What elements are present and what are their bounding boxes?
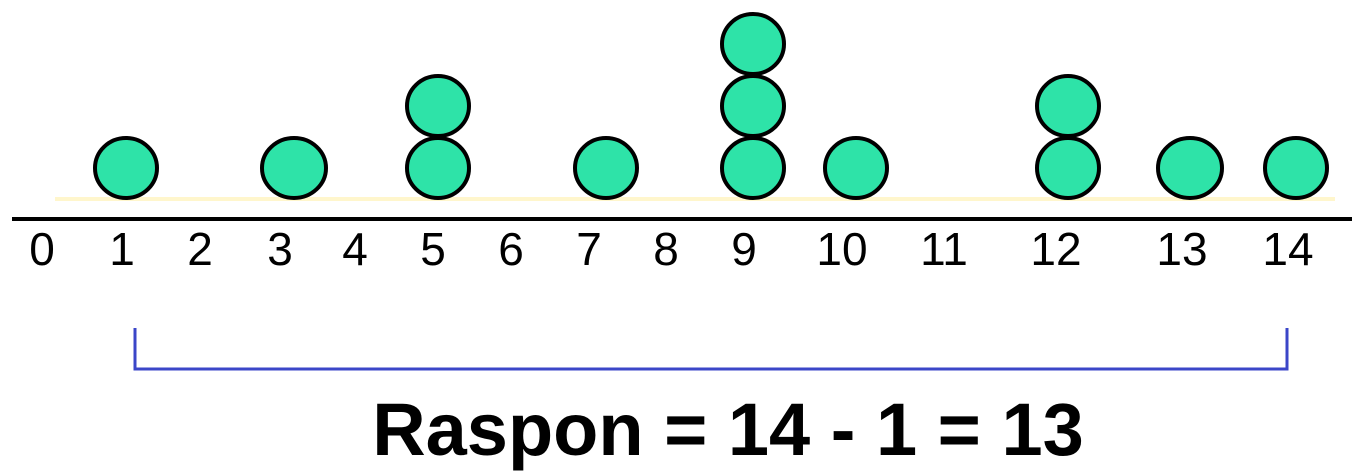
x-tick-label: 13 bbox=[1156, 223, 1207, 275]
data-dot bbox=[1263, 136, 1329, 200]
data-dot bbox=[720, 74, 786, 138]
range-bracket bbox=[133, 328, 1289, 371]
data-dot bbox=[720, 136, 786, 200]
data-dot bbox=[1035, 136, 1101, 200]
x-tick-label: 3 bbox=[267, 223, 293, 275]
data-dot bbox=[405, 136, 471, 200]
x-tick-label: 8 bbox=[653, 223, 679, 275]
data-dot bbox=[405, 74, 471, 138]
data-dot bbox=[720, 12, 786, 76]
range-formula: Raspon = 14 - 1 = 13 bbox=[372, 388, 1084, 471]
data-dot bbox=[1156, 136, 1224, 200]
dots-group bbox=[93, 12, 1329, 200]
x-tick-label: 10 bbox=[816, 223, 867, 275]
x-tick-label: 4 bbox=[342, 223, 368, 275]
x-tick-label: 2 bbox=[187, 223, 213, 275]
x-tick-label: 0 bbox=[29, 223, 55, 275]
x-tick-label: 5 bbox=[420, 223, 446, 275]
x-tick-label: 14 bbox=[1262, 223, 1313, 275]
x-tick-label: 7 bbox=[576, 223, 602, 275]
x-tick-label: 11 bbox=[920, 223, 968, 275]
data-dot bbox=[823, 136, 889, 200]
x-tick-label: 9 bbox=[731, 223, 757, 275]
data-dot bbox=[93, 136, 159, 200]
x-tick-label: 1 bbox=[109, 223, 135, 275]
data-dot bbox=[260, 136, 328, 200]
data-dot bbox=[1035, 74, 1101, 138]
x-tick-label: 12 bbox=[1030, 223, 1081, 275]
x-tick-label: 6 bbox=[498, 223, 524, 275]
data-dot bbox=[573, 136, 639, 200]
